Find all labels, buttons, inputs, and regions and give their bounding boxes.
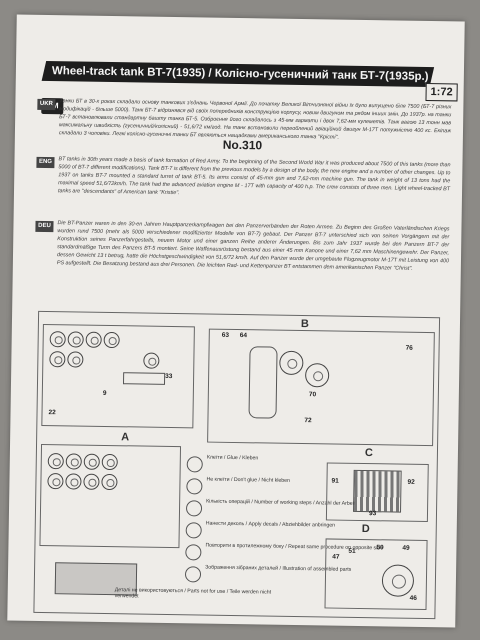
part-number: 72 — [304, 417, 312, 425]
legend-text: Нанести деколь / Apply decals / Abziehbi… — [205, 520, 336, 529]
road-wheel — [67, 351, 84, 368]
legend-not-used: Деталі не використовуються / Parts not f… — [94, 587, 294, 612]
road-wheel — [143, 352, 160, 369]
panel-label-b: B — [300, 318, 310, 331]
road-wheel — [65, 473, 82, 490]
road-wheel — [101, 453, 118, 471]
part-number: 47 — [332, 553, 340, 561]
road-wheel — [47, 453, 64, 470]
part-number: 49 — [402, 544, 410, 552]
grille-part — [353, 469, 402, 513]
panel-label-a: A — [121, 431, 130, 444]
panel-label-c: C — [364, 447, 373, 460]
road-wheel — [83, 473, 100, 490]
part-number: 46 — [409, 594, 417, 602]
legend-text: Деталі не використовуються / Parts not f… — [114, 587, 272, 600]
part-outline — [122, 372, 166, 385]
working-parts-icon — [185, 500, 203, 517]
panel-sprue-d: 47 51 50 49 46 — [324, 538, 428, 611]
part-outline — [248, 346, 278, 419]
panel-sprue-c: 91 92 93 — [325, 462, 429, 523]
part-number: 33 — [165, 372, 173, 381]
road-wheel — [49, 351, 66, 368]
road-wheel — [103, 331, 120, 349]
part-number: 63 — [221, 331, 230, 339]
scale-badge: 1:72 — [425, 82, 458, 102]
part-number: 92 — [407, 478, 415, 486]
road-wheel — [47, 473, 64, 490]
no-glue-icon — [186, 478, 203, 495]
legend-text: Не клеїти / Don't glue / Nicht kleben — [206, 476, 290, 484]
part-number: 76 — [405, 344, 413, 352]
paragraph-ukr: Танки БТ в 30-х роках складали основу та… — [58, 98, 452, 141]
part-number: 50 — [376, 544, 384, 552]
paragraph-eng: BT tanks in 30th years made a basis of t… — [57, 156, 451, 197]
repeat-icon — [185, 544, 202, 561]
panel-sprue-b: 63 64 70 76 72 — [207, 328, 435, 447]
road-wheel — [85, 331, 102, 348]
instruction-sheet: Wheel-track tank BT-7(1935) / Колісно-гу… — [7, 14, 465, 628]
glue-icon — [186, 456, 203, 473]
part-number: 70 — [308, 391, 317, 399]
panel-sprue-a1: 33 9 22 — [41, 323, 195, 429]
part-number: 9 — [102, 389, 107, 397]
paragraph-deu: Die BT-Panzer waren in den 30-en Jahren … — [56, 220, 450, 272]
idler-wheel — [304, 363, 330, 388]
part-number: 22 — [48, 409, 56, 417]
assembly-diagram: 33 9 22 A B 63 64 70 76 72 — [33, 310, 441, 620]
part-number: 91 — [331, 477, 339, 485]
panel-label-d: D — [361, 523, 370, 536]
lang-badge-eng: ENG — [36, 156, 55, 169]
road-wheel — [67, 331, 84, 348]
legend-text: Клеїти / Glue / Kleben — [206, 454, 259, 462]
hatch-part — [381, 564, 415, 597]
part-number: 51 — [348, 547, 356, 555]
part-number: 64 — [239, 332, 248, 340]
lang-badge-ukr: UKR — [37, 98, 56, 111]
title-text: Wheel-track tank BT-7(1935) / Колісно-гу… — [51, 65, 429, 83]
part-number: 93 — [368, 510, 377, 518]
assembled-icon — [184, 566, 202, 583]
panel-sprue-a2 — [39, 443, 182, 549]
lang-badge-deu: DEU — [35, 220, 54, 233]
idler-wheel — [279, 350, 304, 376]
road-wheel — [83, 453, 100, 470]
road-wheel — [101, 473, 118, 491]
road-wheel — [49, 331, 66, 348]
road-wheel — [65, 453, 82, 470]
decal-icon — [185, 522, 202, 539]
title-banner: Wheel-track tank BT-7(1935) / Колісно-гу… — [41, 60, 435, 88]
